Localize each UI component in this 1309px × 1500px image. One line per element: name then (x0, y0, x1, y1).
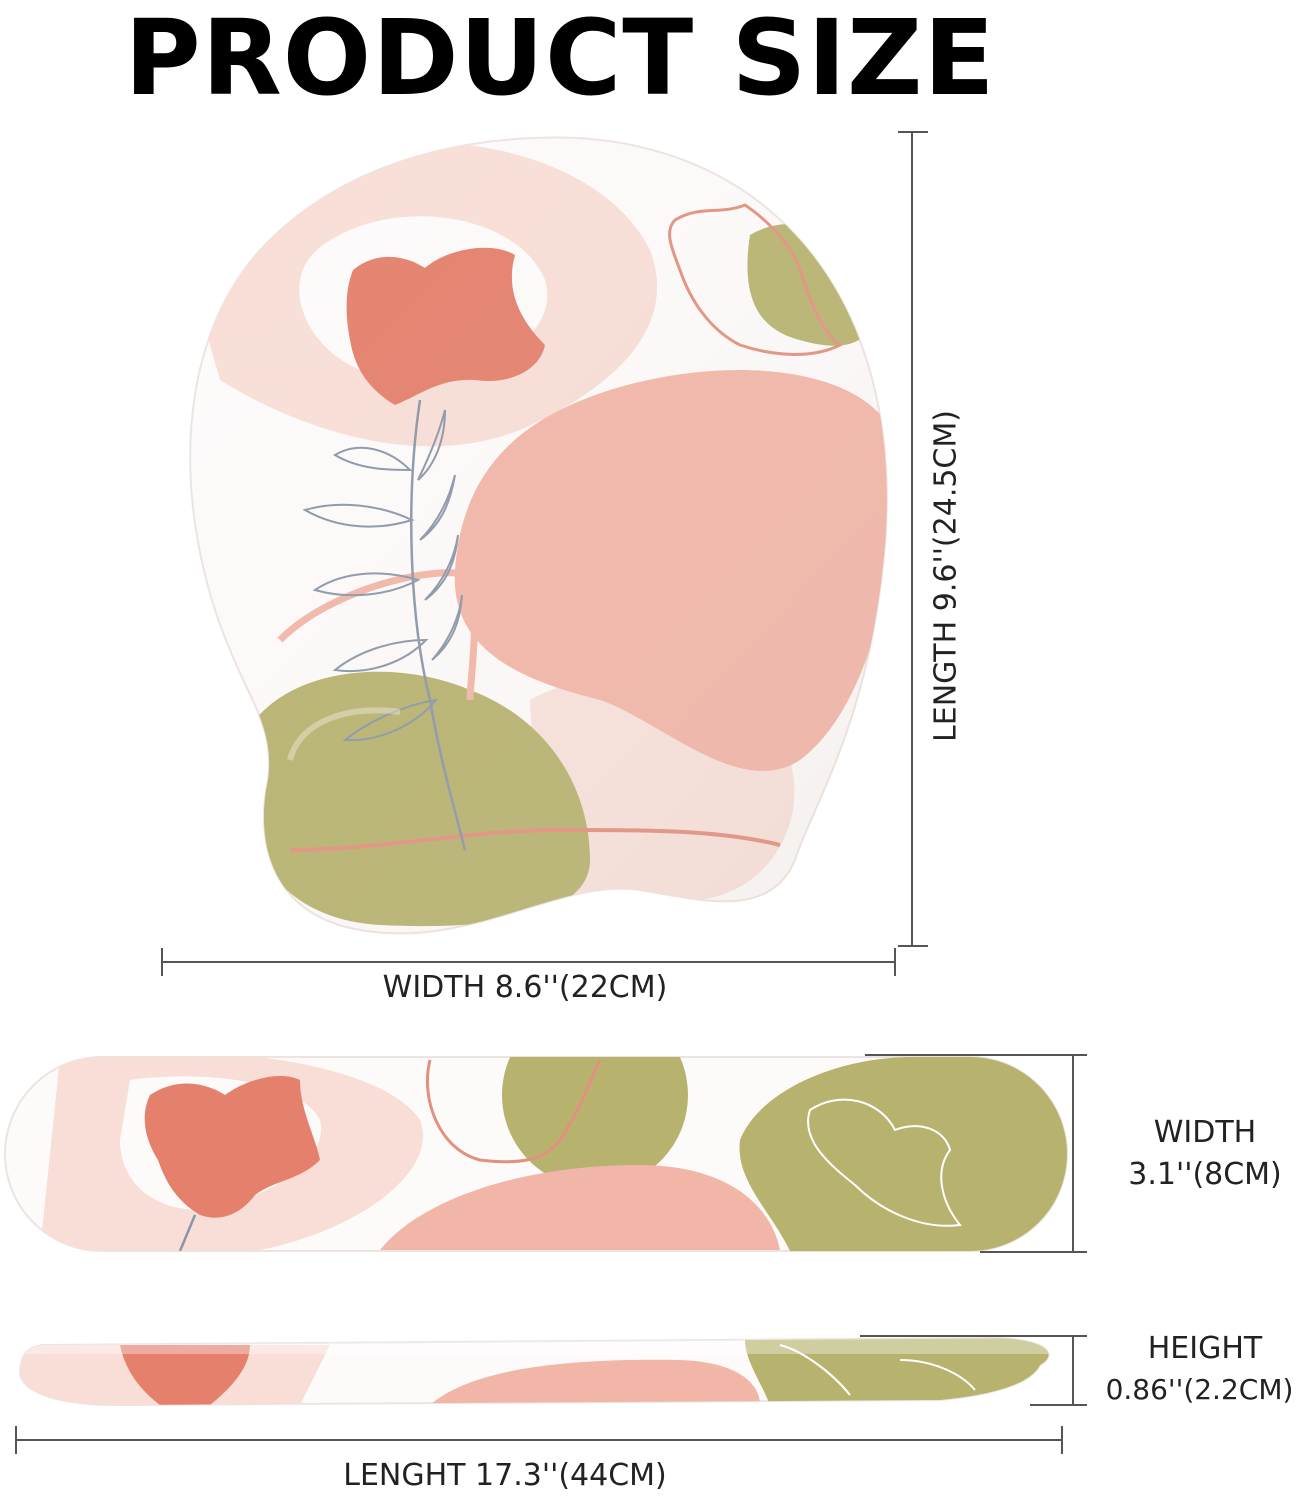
wrist-rest-side-view (18, 1336, 1050, 1407)
pad-length-dimension (898, 131, 928, 947)
mouse-pad (189, 136, 888, 935)
rest-height-dimension (860, 1335, 1087, 1406)
rest-width-dimension (865, 1054, 1087, 1253)
rest-width-label-line2: 3.1''(8CM) (1128, 1157, 1282, 1192)
rest-width-label-line1: WIDTH (1153, 1115, 1257, 1150)
wrist-rest-top-view (4, 1056, 1068, 1252)
pad-width-dimension (161, 948, 896, 976)
rest-height-label-line2: 0.86''(2.2CM) (1105, 1373, 1294, 1406)
pad-width-label: WIDTH 8.6''(22CM) (382, 970, 668, 1005)
rest-height-label-line1: HEIGHT (1147, 1331, 1263, 1366)
rest-length-dimension (15, 1426, 1063, 1454)
pad-length-label: LENGTH 9.6''(24.5CM) (928, 410, 964, 742)
rest-length-label: LENGHT 17.3''(44CM) (343, 1458, 667, 1493)
page-title: PRODUCT SIZE (124, 0, 996, 119)
